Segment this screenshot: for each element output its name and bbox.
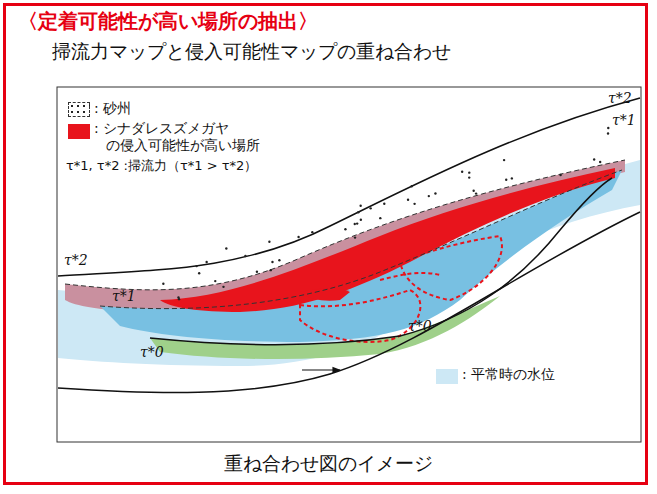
tau-label: τ*0	[408, 318, 432, 335]
legend-swatch	[68, 102, 90, 117]
tau-label: τ*1	[112, 288, 136, 305]
subtitle: 掃流力マップと侵入可能性マップの重ね合わせ	[52, 40, 451, 63]
panel-title: 〈定着可能性が高い場所の抽出〉	[18, 9, 318, 33]
legend-text: : 砂州	[94, 100, 281, 117]
legend-text: : シナダレスズメガヤ の侵入可能性が高い場所	[94, 120, 281, 154]
tau-label: τ*1	[612, 112, 636, 129]
figure-caption: 重ね合わせ図のイメージ	[0, 452, 657, 475]
tau-label: τ*0	[140, 344, 164, 361]
tau-note: τ*1, τ*2 :掃流力（τ*1 > τ*2）	[66, 158, 257, 174]
tau-label: τ*2	[608, 90, 632, 107]
legend-swatch	[436, 369, 458, 384]
legend-text: : 平常時の水位	[462, 366, 649, 383]
legend-swatch	[68, 124, 90, 139]
tau-label: τ*2	[64, 252, 88, 269]
